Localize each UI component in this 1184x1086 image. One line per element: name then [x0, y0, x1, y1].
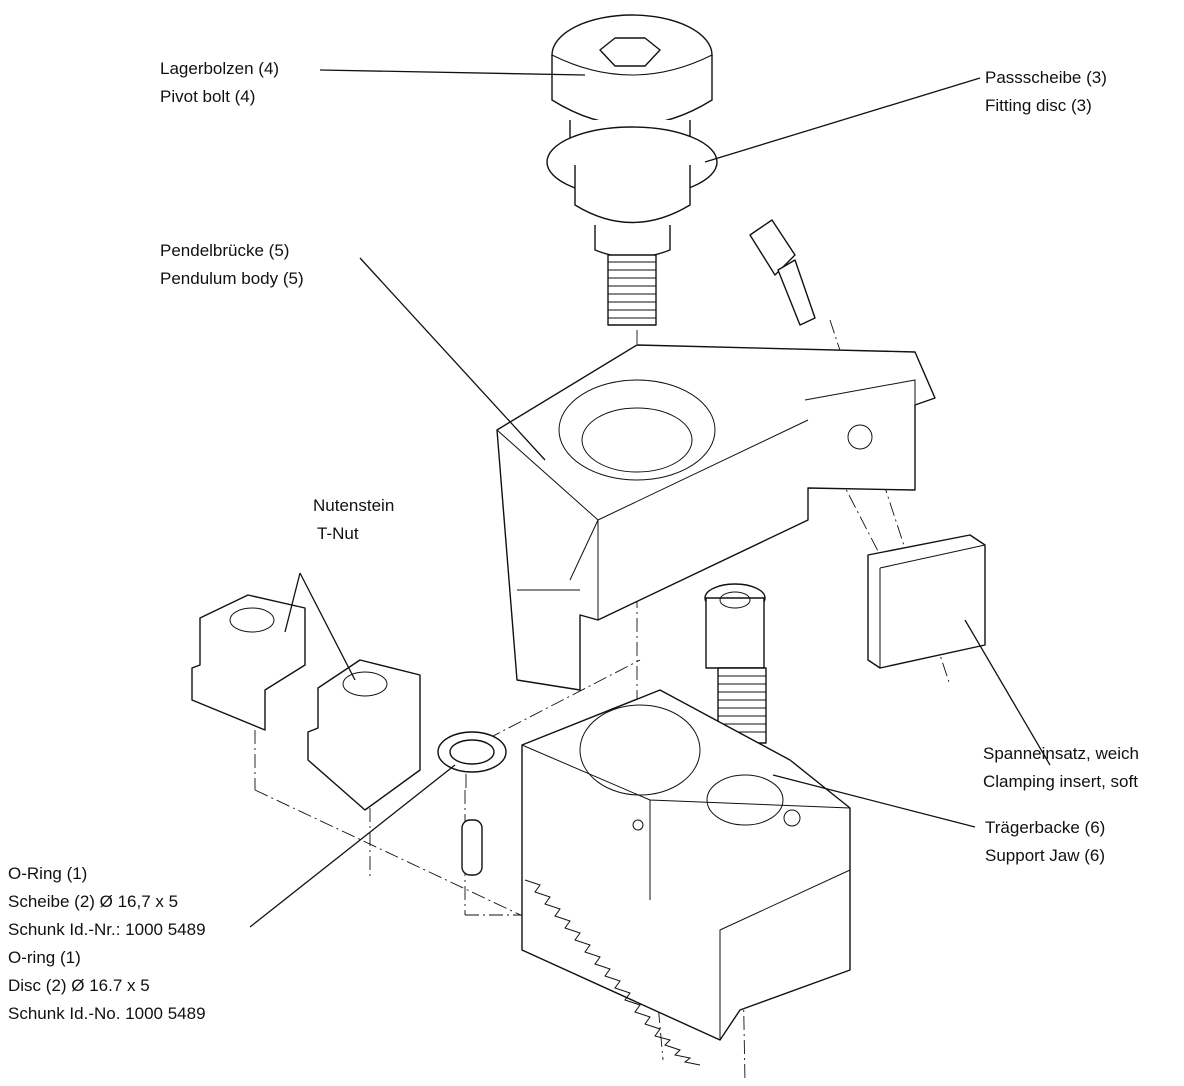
- label-o-ring-de-2: Scheibe (2) Ø 16,7 x 5: [8, 892, 179, 911]
- label-pendulum-body-de: Pendelbrücke (5): [160, 241, 290, 260]
- label-t-nut-de: Nutenstein: [313, 496, 395, 515]
- label-o-ring: O-Ring (1) Scheibe (2) Ø 16,7 x 5 Schunk…: [8, 860, 206, 1028]
- label-pivot-bolt-de: Lagerbolzen (4): [160, 59, 280, 78]
- label-support-jaw: Trägerbacke (6) Support Jaw (6): [985, 814, 1105, 870]
- pendulum-body-part: [496, 344, 936, 691]
- label-pendulum-body-en: Pendulum body (5): [160, 269, 304, 288]
- label-support-jaw-en: Support Jaw (6): [985, 846, 1105, 865]
- label-clamping-insert-de: Spanneinsatz, weich: [983, 744, 1139, 763]
- t-nut-parts: [191, 594, 421, 811]
- label-o-ring-en-1: O-ring (1): [8, 948, 81, 967]
- label-pivot-bolt: Lagerbolzen (4) Pivot bolt (4): [160, 55, 279, 111]
- label-clamping-insert-en: Clamping insert, soft: [983, 772, 1138, 791]
- label-o-ring-en-3: Schunk Id.-No. 1000 5489: [8, 1004, 206, 1023]
- label-pivot-bolt-en: Pivot bolt (4): [160, 87, 256, 106]
- label-o-ring-en-2: Disc (2) Ø 16.7 x 5: [8, 976, 150, 995]
- label-clamping-insert: Spanneinsatz, weich Clamping insert, sof…: [983, 740, 1139, 796]
- label-fitting-disc: Passscheibe (3) Fitting disc (3): [985, 64, 1107, 120]
- label-fitting-disc-de: Passscheibe (3): [985, 68, 1107, 87]
- label-support-jaw-de: Trägerbacke (6): [985, 818, 1106, 837]
- lower-screw-part: [704, 583, 767, 744]
- label-o-ring-de-3: Schunk Id.-Nr.: 1000 5489: [8, 920, 206, 939]
- label-pendulum-body: Pendelbrücke (5) Pendulum body (5): [160, 237, 304, 293]
- leader-lines: [249, 69, 1051, 928]
- support-jaw-part: [521, 689, 851, 1066]
- clamping-insert-part: [867, 534, 986, 669]
- label-t-nut: Nutenstein T-Nut: [313, 492, 394, 548]
- label-t-nut-en: T-Nut: [317, 524, 359, 543]
- o-ring-and-pin-parts: [437, 731, 507, 876]
- upper-screw-part: [749, 219, 816, 326]
- label-o-ring-de-1: O-Ring (1): [8, 864, 88, 883]
- label-fitting-disc-en: Fitting disc (3): [985, 96, 1092, 115]
- pivot-bolt-part: [546, 14, 718, 326]
